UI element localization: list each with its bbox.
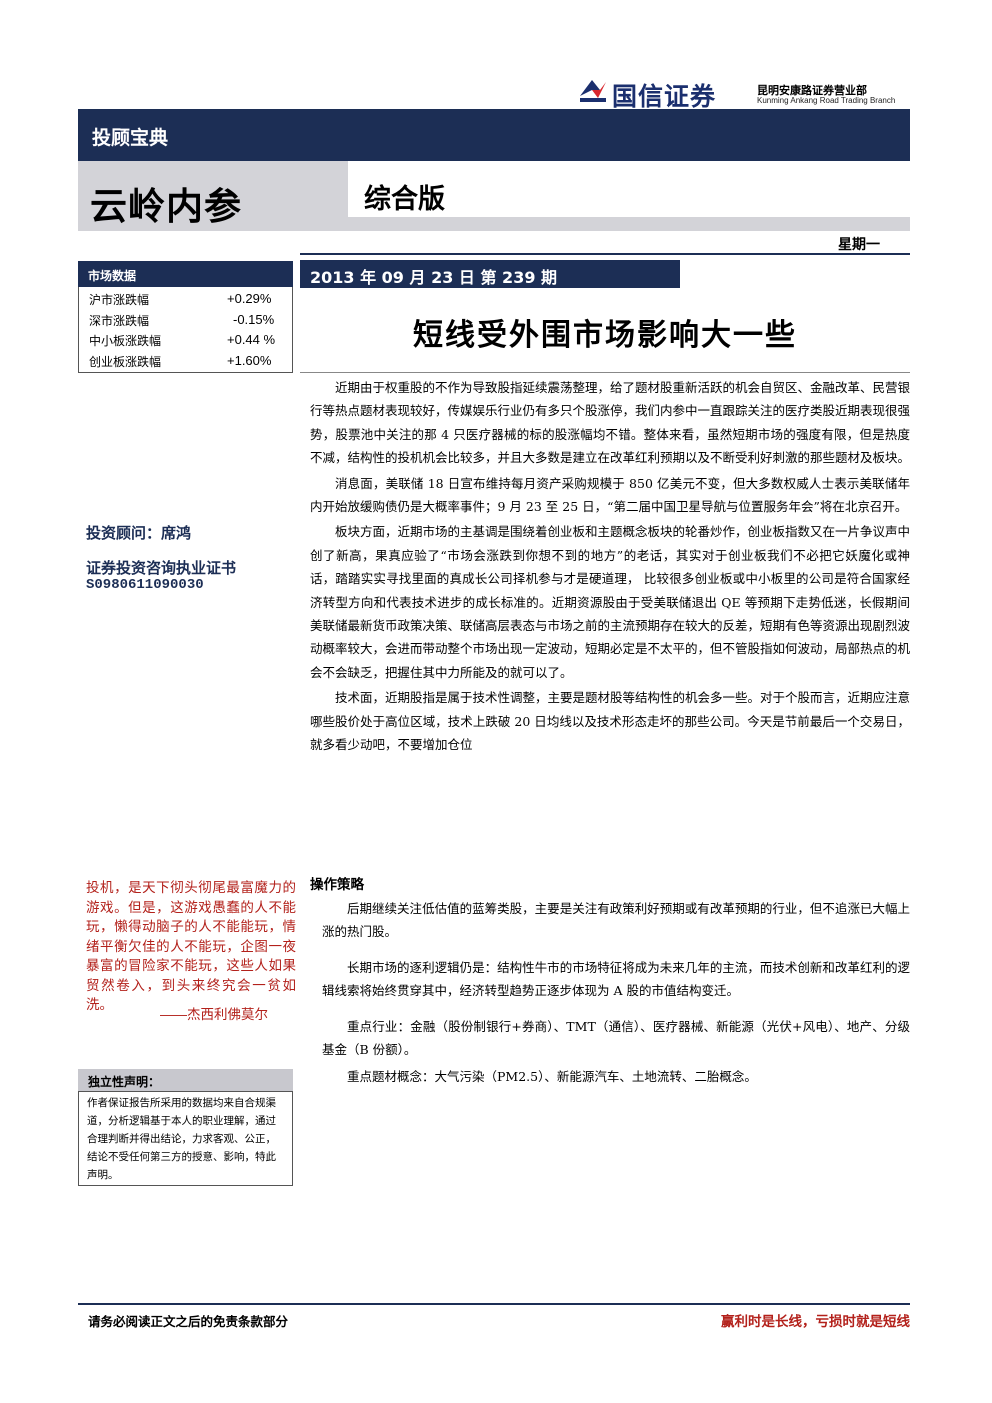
publication-band: 云岭内参 综合版 bbox=[78, 161, 910, 231]
quote-text: 投机，是天下彻头彻尾最富魔力的游戏。但是，这游戏愚蠢的人不能玩，懒得动脑子的人不… bbox=[86, 880, 296, 1012]
strategy-body: 后期继续关注低估值的蓝筹类股，主要是关注有政策利好预期或有改革预期的行业，但不追… bbox=[322, 897, 910, 1101]
market-row: 中小板涨跌幅 +0.44 % bbox=[89, 332, 289, 352]
company-name: 国信证券 bbox=[612, 82, 717, 111]
market-value: +1.60% bbox=[227, 353, 272, 368]
strategy-paragraph: 重点行业：金融（股份制银行+券商）、TMT（通信）、医疗器械、新能源（光伏+风电… bbox=[322, 1018, 910, 1058]
independence-text: 作者保证报告所采用的数据均来自合规渠道，分析逻辑基于本人的职业理解，通过合理判断… bbox=[87, 1097, 276, 1181]
header-band: 投顾宝典 bbox=[78, 109, 910, 161]
company-logo-icon bbox=[580, 80, 606, 102]
branch-name-en: Kunming Ankang Road Trading Branch bbox=[757, 96, 896, 105]
market-value: +0.44 % bbox=[227, 332, 276, 347]
band-title: 投顾宝典 bbox=[92, 127, 169, 149]
footer-disclaimer: 请务必阅读正文之后的免责条款部分 bbox=[88, 1314, 289, 1329]
cert-label: 证券投资咨询执业证书 bbox=[86, 559, 237, 577]
market-row: 深市涨跌幅 -0.15% bbox=[89, 312, 289, 332]
strategy-title: 操作策略 bbox=[310, 877, 364, 893]
market-value: -0.15% bbox=[233, 312, 275, 327]
strategy-paragraph: 长期市场的逐利逻辑仍是：结构性牛市的市场特征将成为未来几年的主流，而技术创新和改… bbox=[322, 959, 910, 999]
article-paragraph: 近期由于权重股的不作为导致股指延续震荡整理，给了题材股重新活跃的机会自贸区、金融… bbox=[310, 380, 911, 466]
footer-slogan: 赢利时是长线，亏损时就是短线 bbox=[721, 1314, 910, 1330]
divider bbox=[300, 253, 910, 255]
weekday: 星期一 bbox=[838, 237, 880, 253]
strategy-paragraph: 后期继续关注低估值的蓝筹类股，主要是关注有政策利好预期或有改革预期的行业，但不追… bbox=[322, 901, 910, 940]
publication-name: 云岭内参 bbox=[90, 185, 242, 228]
divider bbox=[300, 372, 910, 373]
edition-label: 综合版 bbox=[364, 184, 445, 215]
article-paragraph: 板块方面，近期市场的主基调是围绕着创业板和主题概念板块的轮番炒作，创业板指数又在… bbox=[310, 524, 911, 680]
strategy-paragraph: 重点题材概念：大气污染（PM2.5）、新能源汽车、土地流转、二胎概念。 bbox=[347, 1069, 757, 1085]
quote-author: ——杰西利佛莫尔 bbox=[160, 1007, 268, 1022]
market-data-table: 沪市涨跌幅 +0.29% 深市涨跌幅 -0.15% 中小板涨跌幅 +0.44 %… bbox=[78, 287, 293, 373]
branch-name-cn: 昆明安康路证券营业部 bbox=[757, 84, 867, 97]
cert-number: S0980611090030 bbox=[86, 577, 204, 593]
market-row: 创业板涨跌幅 +1.60% bbox=[89, 353, 289, 373]
market-label: 创业板涨跌幅 bbox=[89, 355, 162, 369]
article-paragraph: 消息面，美联储 18 日宣布维持每月资产采购规模于 850 亿美元不变，但大多数… bbox=[310, 475, 910, 515]
market-label: 深市涨跌幅 bbox=[89, 314, 150, 328]
headline: 短线受外围市场影响大一些 bbox=[413, 318, 797, 353]
market-label: 沪市涨跌幅 bbox=[89, 293, 150, 307]
issue-date-bar: 2013 年 09 月 23 日 第 239 期 bbox=[300, 260, 680, 288]
market-row: 沪市涨跌幅 +0.29% bbox=[89, 291, 289, 311]
advisor-label: 投资顾问：席鸿 bbox=[86, 524, 192, 542]
edition-panel: 综合版 bbox=[348, 161, 910, 217]
article-paragraph: 技术面，近期股指是属于技术性调整，主要是题材股等结构性的机会多一些。对于个股而言… bbox=[310, 690, 911, 753]
market-data-title: 市场数据 bbox=[78, 261, 293, 287]
independence-box: 作者保证报告所采用的数据均来自合规渠道，分析逻辑基于本人的职业理解，通过合理判断… bbox=[78, 1091, 293, 1186]
footer-divider bbox=[78, 1303, 910, 1305]
article-body: 近期由于权重股的不作为导致股指延续震荡整理，给了题材股重新活跃的机会自贸区、金融… bbox=[310, 376, 910, 759]
market-label: 中小板涨跌幅 bbox=[89, 334, 162, 348]
company-logo: 国信证券 昆明安康路证券营业部 Kunming Ankang Road Trad… bbox=[572, 70, 912, 111]
independence-title: 独立性声明： bbox=[78, 1069, 293, 1091]
market-value: +0.29% bbox=[227, 291, 272, 306]
